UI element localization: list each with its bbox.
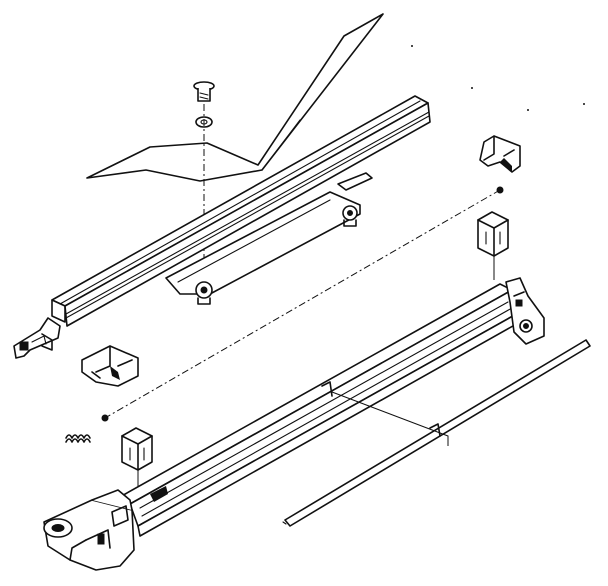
leader-dot-left [101, 414, 109, 422]
left-clip [81, 345, 139, 387]
screw [193, 81, 215, 102]
right-end-bracket [505, 277, 545, 345]
spring [65, 434, 91, 443]
right-clip [479, 135, 521, 173]
rod-leader-line [331, 391, 449, 446]
clip-leader-line [104, 189, 501, 419]
cover-sheet [86, 13, 384, 182]
mounting-bracket [165, 172, 373, 305]
left-end-housing [43, 489, 135, 571]
upper-rail [13, 95, 431, 359]
lower-rail [117, 283, 521, 537]
wire-rod [282, 339, 591, 527]
left-pad [121, 427, 153, 498]
specks [411, 45, 585, 111]
right-pad [477, 211, 509, 280]
leader-dot-right [496, 186, 504, 194]
